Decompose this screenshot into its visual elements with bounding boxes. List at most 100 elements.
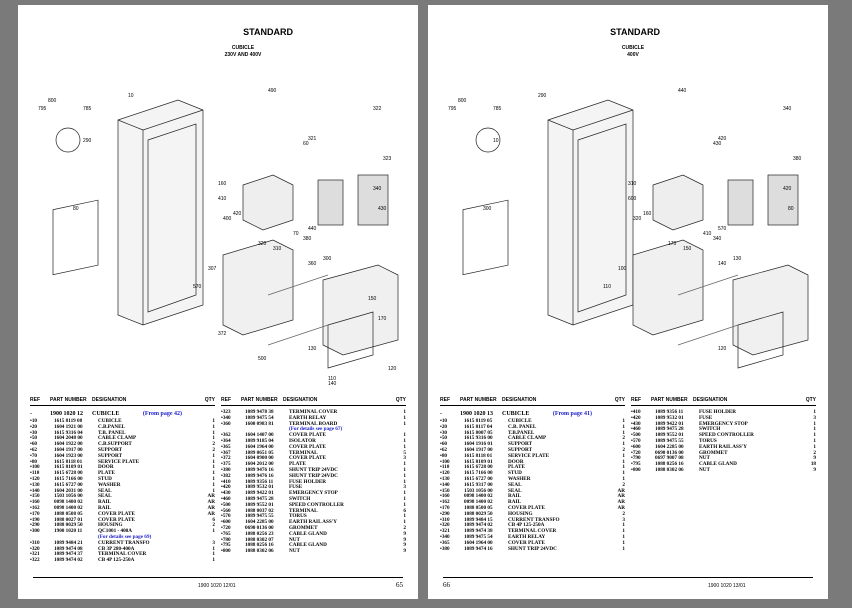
cover-plate-drawing [737, 311, 784, 369]
designation: SHUNT TRIP 24VDC [289, 466, 338, 473]
subtitle-line: 400V [627, 52, 639, 58]
ref: •150 [440, 487, 450, 494]
ref: •50 [440, 435, 448, 442]
ref: •460 [631, 426, 641, 433]
qty: 1 [403, 519, 406, 526]
rail-drawing [677, 274, 739, 296]
part-number: 1615 8118 01 [54, 458, 83, 465]
ref: •290 [440, 510, 450, 517]
callout-label: 372 [218, 331, 227, 337]
qty: 9 [403, 542, 406, 549]
ref: •30 [440, 429, 448, 436]
part-number: 1900 1020 13 [460, 411, 493, 417]
header-part-number: PART NUMBER [50, 397, 87, 403]
ref: •322 [30, 557, 40, 564]
ref: •360 [221, 420, 231, 427]
breaker-drawing [727, 179, 754, 226]
qty: 6 [212, 516, 215, 523]
ref: •62 [30, 446, 38, 453]
designation: COVER PLATE [289, 432, 326, 439]
part-number: 1615 6728 00 [464, 464, 493, 471]
header-qty: QTY [204, 397, 215, 403]
qty: 1 [813, 426, 816, 433]
ref: •380 [221, 466, 231, 473]
header-part-number: PART NUMBER [241, 397, 278, 403]
ref: •460 [221, 495, 231, 502]
ref: •50 [30, 435, 38, 442]
designation: SHUNT TRIP 24VDC [508, 545, 557, 552]
ref: •795 [631, 461, 641, 468]
designation: RAIL [508, 493, 521, 500]
ref: •170 [440, 504, 450, 511]
page-number: 65 [396, 581, 403, 589]
part-number: 1089 9475 28 [245, 495, 274, 502]
part-number: 1604 1964 00 [245, 443, 274, 450]
qty: 1 [403, 472, 406, 479]
door-drawing [322, 264, 399, 356]
page-subtitle: CUBICLE 230V AND 400V [198, 45, 288, 59]
ref: •162 [30, 504, 40, 511]
cover-plate-drawing [327, 311, 374, 369]
part-number: 1089 9474 08 [54, 545, 83, 552]
part-number: 1089 9532 01 [245, 484, 274, 491]
designation: TORUS [699, 437, 717, 444]
ref: •110 [30, 470, 40, 477]
callout-label: 380 [793, 156, 802, 162]
designation: SEAL [98, 487, 112, 494]
qty: 1 [212, 435, 215, 442]
qty: 1 [212, 464, 215, 471]
qty: 1 [212, 545, 215, 552]
designation: COVER PLATE [98, 510, 135, 517]
ref: •600 [631, 443, 641, 450]
callout-label: 490 [268, 88, 277, 94]
qty: AR [207, 493, 216, 500]
breaker-drawing [317, 179, 344, 226]
ref: •310 [440, 516, 450, 523]
qty: 1 [622, 458, 625, 465]
door-drawing [732, 264, 809, 356]
header-designation: DESIGNATION [92, 397, 127, 403]
designation: COVER PLATE [289, 455, 326, 462]
part-number: 1615 8117 04 [464, 423, 493, 430]
header-qty: QTY [805, 397, 816, 403]
ref: •100 [440, 458, 450, 465]
transformer-drawing [242, 174, 294, 231]
qty: 1 [403, 420, 406, 427]
designation: CURRENT TRANSFO [508, 516, 560, 523]
part-number: 0697 9007 08 [655, 455, 684, 462]
qty: 1 [212, 475, 215, 482]
part-number: 1615 8007 05 [464, 429, 493, 436]
designation: EARTH RELAY [289, 414, 327, 421]
qty: 1 [403, 490, 406, 497]
page-subtitle: CUBICLE 400V [588, 45, 678, 59]
part-number: 1088 0027 01 [54, 516, 83, 523]
part-number: 0098 1400 02 [464, 499, 493, 506]
designation: SERVICE PLATE [508, 452, 550, 459]
cabinet-opening [577, 123, 627, 313]
qty: 1 [813, 437, 816, 444]
part-number: 1088 0037 02 [245, 507, 274, 514]
part-number: 1604 0900 00 [245, 455, 274, 462]
part-number: 0690 0136 00 [245, 524, 274, 531]
ref: •300 [30, 528, 40, 535]
designation: FUSE [699, 414, 713, 421]
part-number: 1088 0256 16 [245, 542, 274, 549]
header-qty: QTY [395, 397, 406, 403]
callout-label: 150 [683, 246, 692, 252]
callout-label: 795 [448, 106, 457, 112]
qty: 1 [403, 432, 406, 439]
ref: •365 [440, 539, 450, 546]
designation: T.B. PANEL [98, 429, 126, 436]
callout-label: 290 [83, 138, 92, 144]
qty: 2 [622, 510, 625, 517]
